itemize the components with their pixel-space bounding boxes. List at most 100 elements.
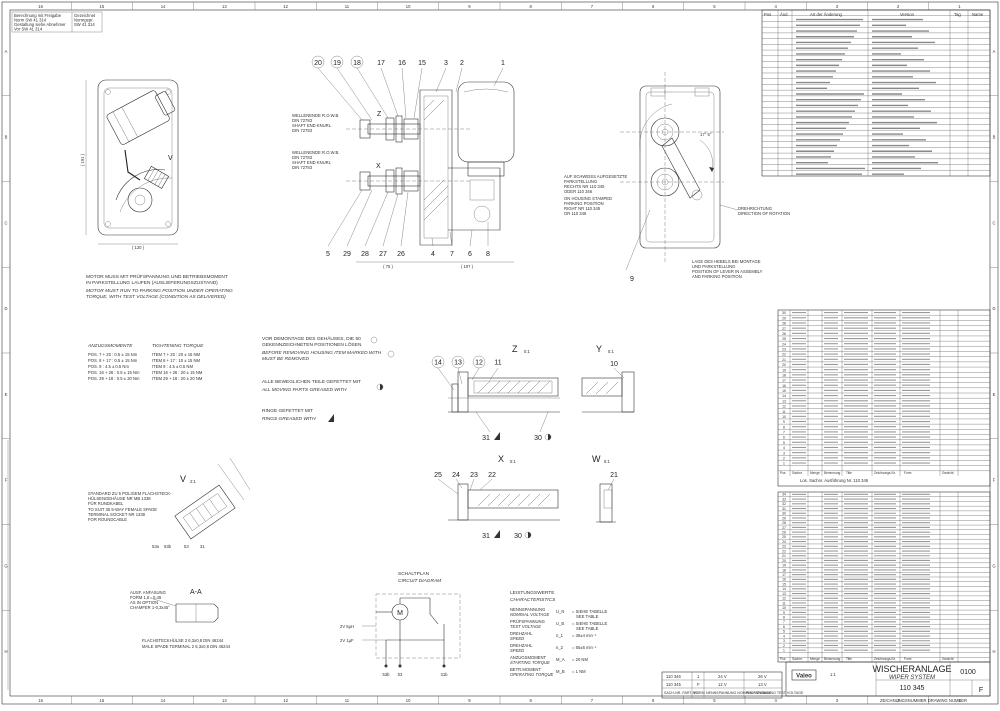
characteristics-title: LEISTUNGSWERTE	[510, 590, 554, 596]
parts-list-2: 3433323130292827262524232221201918171615…	[777, 491, 991, 663]
detail-scale: 5:1	[608, 349, 614, 354]
part-pos: 13	[782, 399, 786, 403]
shaft-note: SHAFT END KNURL	[292, 123, 332, 128]
part-pos: 23	[782, 348, 786, 352]
shaft-note: DIN 72783	[292, 118, 313, 123]
part-pos: 33	[782, 497, 786, 501]
part-pos: 24	[782, 540, 786, 544]
pin-label: 53a	[152, 544, 160, 549]
part-pos: 17	[782, 573, 786, 577]
parts-header: Pos	[780, 471, 786, 475]
callout-15: 15	[418, 60, 426, 67]
note-line: VOR DEMONTAGE DES GEHÄUSES, DIE 50	[262, 335, 361, 342]
zone-label-left: G	[4, 563, 7, 568]
char-symbol: M_A	[556, 657, 565, 662]
view-scale: 2:1	[190, 479, 196, 484]
part-pos: 32	[782, 502, 786, 506]
lever-note: LAGE DES HEBELS BEI MONTAGE	[692, 259, 761, 264]
shaft-note: DIN 72783	[292, 128, 313, 133]
zone-label-bottom: 7	[591, 698, 594, 703]
callout-12: 12	[475, 360, 483, 367]
zone-label-bottom: 4	[774, 698, 777, 703]
shaft-note: DIN 72783	[292, 165, 313, 170]
zone-label-top: 11	[345, 4, 350, 9]
note-line: ALL MOVING PARTS GREASED WITH	[261, 387, 347, 393]
part-pos: 7	[783, 620, 785, 624]
approval-note-line: Berechnung mit Freigabe	[14, 13, 62, 18]
dimension-width: ( 120 )	[132, 245, 145, 250]
zone-label-top: 12	[283, 4, 288, 9]
callout-3: 3	[444, 60, 448, 67]
part-pos: 3	[783, 451, 785, 455]
part-pos: 34	[782, 493, 786, 497]
dimension-height: ( 191 )	[80, 153, 85, 166]
variant-cell: 110 346	[666, 674, 681, 679]
motor-note-line: MOTOR MUSS MIT PRÜFSPANNUNG UND BETRIEBS…	[86, 273, 228, 280]
detail-scale: 5:1	[604, 459, 610, 464]
mount-note: RECHTS NR 110 345	[564, 184, 605, 189]
callout-24: 24	[452, 472, 460, 479]
char-value: = 35±4 min⁻¹	[572, 633, 597, 638]
note-line: BEFORE REMOVING HOUSING ITEM MARKED WITH	[262, 350, 382, 356]
variant-cell: 13 V	[758, 682, 767, 687]
zone-label-right: B	[993, 135, 996, 140]
callout-4: 4	[431, 251, 435, 258]
part-pos: 28	[782, 322, 786, 326]
part-pos: 27	[782, 327, 786, 331]
char-value-en: SEE TABLE	[576, 626, 599, 631]
zone-label-top: 15	[100, 4, 105, 9]
front-view: V ( 120 ) ( 191 )	[80, 79, 179, 250]
zone-label-top: 9	[468, 4, 471, 9]
part-pos: 24	[782, 342, 786, 346]
parts-header: Benennung	[824, 657, 841, 661]
char-symbol: M_B	[556, 669, 565, 674]
approval-note-right: Normgepr.	[74, 18, 94, 23]
motor-note-line: IN PARKSTELLUNG LAUFEN (AUSLIEFERUNGSZUS…	[86, 280, 218, 286]
rotation-note: DIRECTION OF ROTATION	[738, 211, 790, 216]
connector-note: HÜLSENGEHÄUSE NR MB 1338	[88, 496, 151, 501]
parts-footer: Los. Sachnr. Ausführung Nr. 110 346	[800, 478, 869, 483]
char-value-en: SEE TABLE	[576, 614, 599, 619]
part-pos: 30	[782, 311, 786, 315]
zone-label-left: C	[4, 220, 7, 225]
section-title: A-A	[190, 589, 202, 596]
part-pos: 2	[783, 644, 785, 648]
callout-14: 14	[434, 360, 442, 367]
zone-label-bottom: 10	[406, 698, 411, 703]
callout-circle-icon	[311, 55, 325, 69]
part-pos: 14	[782, 394, 786, 398]
detail-title: X	[498, 454, 504, 464]
zone-label-right: F	[993, 478, 996, 483]
parts-header: Form	[904, 471, 912, 475]
circuit-title-en: CIRCUIT DIAGRAM	[398, 578, 441, 584]
callout-8: 8	[486, 251, 490, 258]
drawing-number: 110 345	[900, 685, 925, 692]
pin-label: 53b	[164, 544, 172, 549]
pin-label: 53b	[383, 672, 391, 677]
shaft-note: WELLENENDE R.O.W.B.	[292, 113, 339, 118]
zone-label-bottom: 5	[713, 698, 716, 703]
title-block: Valeo 1:1 WISCHERANLAGE WIPER SYSTEM 110…	[785, 661, 991, 703]
char-name: DREHZAHL	[510, 643, 533, 648]
terminal-note: FLACHSTECKHÜLSE 2 6,3x0,8 DIN 46244	[142, 638, 224, 643]
section-marker-z: Z	[377, 111, 382, 118]
pin-label: 53	[398, 672, 403, 677]
detail-x: X 5:1 25 24 23 22 31 30	[434, 454, 560, 540]
zone-label-bottom: 15	[100, 698, 105, 703]
torque-row-en: ITEM 7 + 20 : 20 ± 15 NM	[152, 352, 201, 357]
revision-header: Pos	[764, 12, 771, 17]
mount-note-en: PARKING POSITION	[564, 201, 604, 206]
callout-26: 26	[397, 251, 405, 258]
zone-label-bottom: 9	[468, 698, 471, 703]
callout-circle-icon	[330, 55, 344, 69]
callout-1: 1	[501, 60, 505, 67]
zone-label-bottom: 3	[836, 698, 839, 703]
part-pos: 29	[782, 316, 786, 320]
detail-z: Z 5:1 14 13 12 11 31 30	[431, 344, 560, 442]
torque-row: POS. 16 + 26 : 0.5 ± 15 Nm	[88, 370, 140, 375]
callout-29: 29	[343, 251, 351, 258]
form-letter: F	[979, 687, 983, 694]
